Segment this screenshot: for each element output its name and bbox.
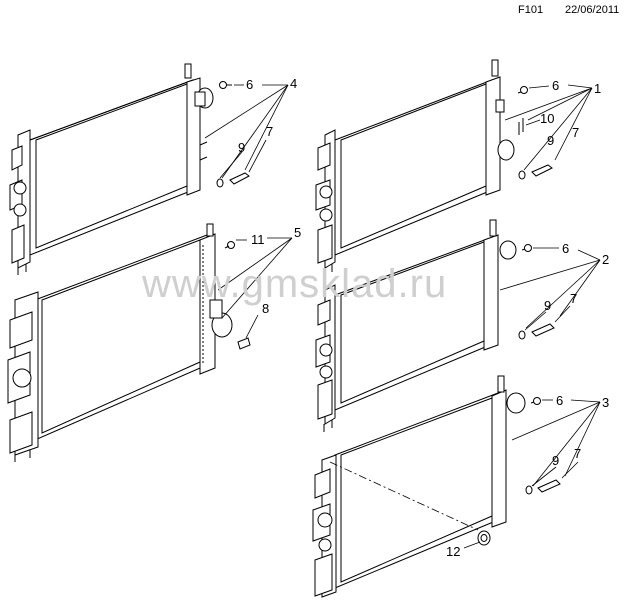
radiator-e [312,375,526,598]
callout-b-5: 5 [294,225,301,240]
diagram-code: F101 [518,4,544,16]
callout-b-11: 11 [251,232,265,247]
callout-e-12: 12 [446,544,460,559]
drain-plug-b [237,337,251,350]
seal-ring-c [518,170,526,180]
radiator-a-parts [216,81,250,188]
callout-c-9: 9 [547,133,554,148]
callout-e-9: 9 [552,453,559,468]
bleed-screw-c [520,86,528,94]
callout-d-6: 6 [562,241,569,256]
callout-a-6: 6 [246,77,253,92]
callout-e-3: 3 [602,395,609,410]
radiator-b [7,223,233,462]
callout-d-9: 9 [544,298,551,313]
callout-e-7: 7 [574,446,581,461]
diagram-date: 22/06/2011 [565,4,620,16]
callout-d-7: 7 [570,291,577,306]
callout-b-8: 8 [262,301,269,316]
radiator-d [315,219,517,432]
radiator-c [315,59,515,275]
bleed-screw-d [524,244,532,252]
clip-c [518,118,524,135]
bleed-screw-b [227,241,235,249]
radiator-a-leaders [204,84,289,179]
radiator-d-leaders [499,247,601,331]
drain-cock-a [229,172,250,185]
watermark: www.gmsklad.ru [142,262,448,306]
radiator-a [9,63,214,275]
callout-a-9: 9 [238,140,245,155]
radiator-e-parts [477,397,561,546]
callout-c-1: 1 [594,81,601,96]
radiator-b-leaders [217,237,293,339]
callout-c-10: 10 [540,111,554,126]
seal-ring-d [518,330,526,340]
drain-cock-c [531,164,553,177]
callout-e-6: 6 [556,393,563,408]
drain-plug-a [219,81,227,89]
callout-c-7: 7 [572,125,579,140]
callout-a-7: 7 [266,124,273,139]
radiator-d-parts [518,244,555,340]
radiator-c-leaders [504,84,593,171]
callout-a-4: 4 [290,76,297,91]
seal-ring-a [216,178,224,188]
seal-ring-e [525,485,533,495]
radiator-c-parts [517,86,553,180]
drain-cock-d [531,323,555,337]
radiator-b-parts [224,241,251,350]
radiator-e-leaders [463,399,601,549]
callout-d-2: 2 [602,252,609,267]
callout-c-6: 6 [552,78,559,93]
bleed-screw-e [533,397,541,405]
assembly-axis-line [329,461,479,531]
drain-cock-e [537,479,561,493]
